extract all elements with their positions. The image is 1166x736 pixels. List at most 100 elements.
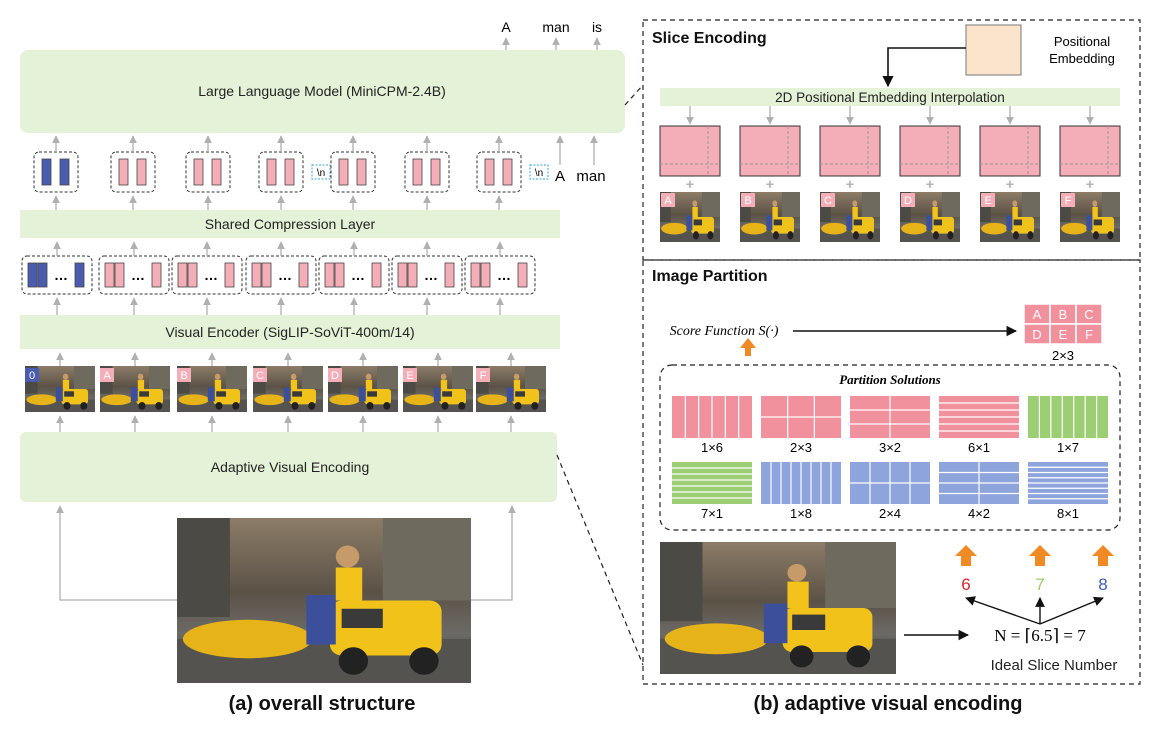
compressed-token-group xyxy=(185,151,231,193)
adaptive-encoding-box xyxy=(20,432,557,502)
inline-token-a: A xyxy=(555,168,565,185)
patch-token xyxy=(480,262,491,288)
image-partition-title: Image Partition xyxy=(652,268,768,285)
compressed-token-group xyxy=(330,151,376,193)
slice-label: B xyxy=(744,195,751,207)
grid-cell-letter: A xyxy=(1033,307,1042,322)
compressed-token-group xyxy=(33,151,79,193)
patch-token xyxy=(324,262,335,288)
query-token xyxy=(193,158,204,186)
slice-label: E xyxy=(984,195,991,207)
compressed-token-group xyxy=(476,151,522,193)
compressed-token-group xyxy=(110,151,156,193)
slice-embedding-column: +D xyxy=(899,125,961,242)
ellipsis: … xyxy=(424,267,438,283)
patch-token xyxy=(74,262,85,288)
svg-text:+: + xyxy=(926,176,934,192)
slice-embedding-column: +A xyxy=(659,125,721,242)
partition-solution: 1×7 xyxy=(1028,396,1108,455)
patch-token-group: … xyxy=(318,255,390,295)
grid-cell-letter: F xyxy=(1085,327,1093,342)
zoom-line-bottom xyxy=(556,454,644,666)
candidate-value: 7 xyxy=(1035,575,1044,594)
newline-token-2-label: \n xyxy=(535,168,543,179)
overall-structure-panel: Large Language Model (MiniCPM-2.4B) A ma… xyxy=(20,19,625,715)
partition-solution: 8×1 xyxy=(1028,462,1108,521)
visual-encoder-label: Visual Encoder (SigLIP-SoViT-400m/14) xyxy=(165,324,414,340)
output-token-a: A xyxy=(501,19,511,35)
svg-text:+: + xyxy=(766,176,774,192)
slice-label: A xyxy=(664,195,672,207)
interpolation-box xyxy=(660,88,1120,106)
slice-label: F xyxy=(1065,195,1072,207)
slice-label: C xyxy=(824,195,832,207)
partition-solution-label: 1×7 xyxy=(1057,440,1079,455)
patch-token xyxy=(517,262,528,288)
patch-token xyxy=(177,262,188,288)
query-token xyxy=(484,158,495,186)
partition-solution-label: 1×8 xyxy=(790,506,812,521)
grid-cell-letter: E xyxy=(1059,327,1068,342)
positional-embedding-label-1: Positional xyxy=(1054,34,1110,49)
patch-token-group: … xyxy=(98,255,170,295)
partition-solution-label: 1×6 xyxy=(701,440,723,455)
query-token xyxy=(356,158,367,186)
score-function-label: Score Function S(·) xyxy=(670,324,779,339)
query-token xyxy=(266,158,277,186)
patch-token xyxy=(470,262,481,288)
patch-token-group: … xyxy=(464,255,536,295)
inline-token-man: man xyxy=(576,168,605,185)
positional-embedding-box xyxy=(965,24,1022,76)
slice-thumbnail: D xyxy=(328,366,398,412)
zoom-line-top xyxy=(624,84,644,106)
candidate-value: 8 xyxy=(1098,575,1107,594)
partition-solution: 6×1 xyxy=(939,396,1019,455)
ellipsis: … xyxy=(54,267,68,283)
left-caption: (a) overall structure xyxy=(229,693,416,715)
slice-thumbnail-label: F xyxy=(480,370,487,382)
slice-thumbnail: F xyxy=(476,366,546,412)
slice-thumbnail: E xyxy=(403,366,473,412)
patch-token-group: … xyxy=(21,255,93,295)
patch-token xyxy=(298,262,309,288)
score-up-arrow xyxy=(1029,545,1051,566)
ellipsis: … xyxy=(497,267,511,283)
patch-token xyxy=(397,262,408,288)
partition-solution-label: 2×3 xyxy=(790,440,812,455)
patch-token xyxy=(27,262,38,288)
slice-embedding-column: +F xyxy=(1059,125,1121,242)
patch-token xyxy=(334,262,345,288)
partition-solution: 7×1 xyxy=(672,462,752,521)
slice-thumbnail-label: D xyxy=(331,370,339,382)
patch-token xyxy=(444,262,455,288)
partition-solution-label: 2×4 xyxy=(879,506,901,521)
right-caption: (b) adaptive visual encoding xyxy=(754,693,1023,715)
selected-grid-caption: 2×3 xyxy=(1052,348,1074,363)
query-token xyxy=(41,158,52,186)
patch-token-group: … xyxy=(171,255,243,295)
slice-embedding-column: +C xyxy=(819,125,881,242)
query-token xyxy=(284,158,295,186)
patch-token xyxy=(224,262,235,288)
ellipsis: … xyxy=(351,267,365,283)
partition-solution: 1×8 xyxy=(761,462,841,521)
output-tokens: A man is xyxy=(501,19,602,50)
partition-solution: 2×4 xyxy=(850,462,930,521)
patch-token xyxy=(251,262,262,288)
partition-solution-label: 7×1 xyxy=(701,506,723,521)
slice-embedding-row: +A+B+C+D+E+F xyxy=(659,106,1121,242)
grid-cell-letter: C xyxy=(1084,307,1093,322)
query-token xyxy=(136,158,147,186)
slice-encoding-title: Slice Encoding xyxy=(652,30,767,47)
query-token xyxy=(59,158,70,186)
slice-thumbnail-label: 0 xyxy=(29,370,35,382)
ideal-slice-number-label: Ideal Slice Number xyxy=(991,657,1118,674)
query-token xyxy=(430,158,441,186)
positional-embedding-label-2: Embedding xyxy=(1049,51,1115,66)
svg-text:+: + xyxy=(686,176,694,192)
partition-solution: 4×2 xyxy=(939,462,1019,521)
